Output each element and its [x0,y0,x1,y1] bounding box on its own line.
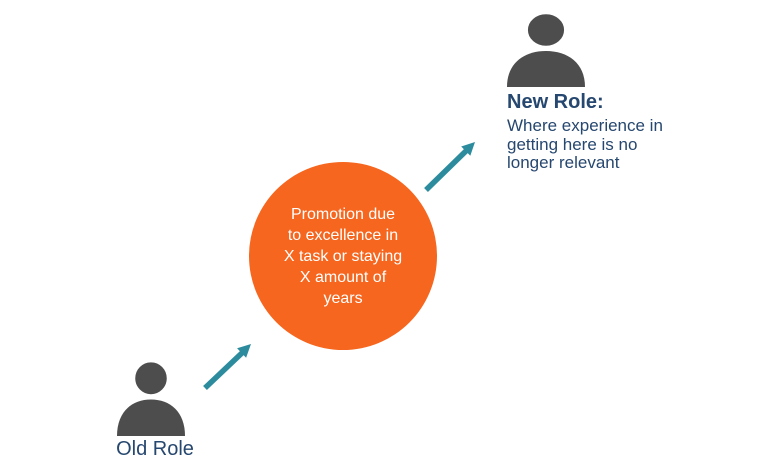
new-role-description-line: getting here is no [507,134,638,154]
old-role-person-icon [117,357,185,436]
arrow-circle-to-new-icon [419,132,485,196]
promotion-circle-text-line: Promotion due [290,205,396,223]
promotion-circle-text-line: years [323,289,363,307]
old-role-label: Old Role [116,438,194,460]
arrow-old-to-circle-icon [198,336,260,396]
new-role-description-line: Where experience in [507,116,663,135]
promotion-circle: Promotion due to excellence in X task or… [249,162,437,350]
promotion-circle-text-line: X task or staying [283,247,403,265]
promotion-circle-text-line: to excellence in [287,226,399,244]
new-role-person-icon [507,9,585,87]
new-role-description-line: longer relevant [507,153,620,172]
new-role-title: New Role: [507,91,604,113]
promotion-circle-text-line: X amount of [299,268,387,286]
new-role-text-block: New Role: Where experience in getting he… [507,89,692,173]
